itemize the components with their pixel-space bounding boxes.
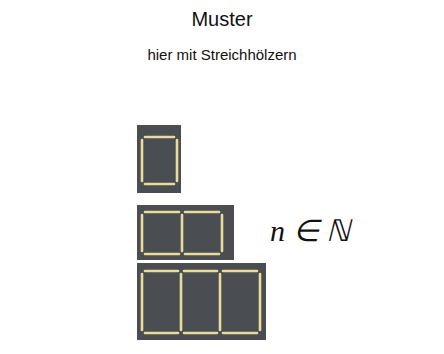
photo-background <box>137 263 266 340</box>
matchstick <box>141 215 144 251</box>
subtitle: hier mit Streichhölzern <box>147 46 296 63</box>
photo-background <box>137 125 181 193</box>
matchstick <box>181 215 184 251</box>
matchstick <box>145 332 178 335</box>
matchstick <box>223 270 257 273</box>
matchstick <box>145 183 174 186</box>
matchstick <box>145 211 179 214</box>
matchstick <box>184 332 217 335</box>
matchstick <box>145 136 174 139</box>
matchstick <box>145 270 178 273</box>
matchstick <box>141 140 144 181</box>
title: Muster <box>191 8 252 31</box>
matchstick <box>259 274 262 330</box>
matchstick <box>180 274 183 330</box>
matchstick <box>184 270 217 273</box>
matchstick <box>145 253 179 256</box>
matchstick-group <box>137 125 266 340</box>
matchstick <box>185 253 219 256</box>
math-label: n ∈ ℕ <box>270 213 350 248</box>
matchstick <box>219 274 222 330</box>
photo-background <box>137 205 234 260</box>
matchstick <box>141 274 144 330</box>
matchstick <box>185 211 219 214</box>
matchstick <box>176 140 179 181</box>
matchstick <box>223 332 257 335</box>
matchstick <box>221 215 224 251</box>
